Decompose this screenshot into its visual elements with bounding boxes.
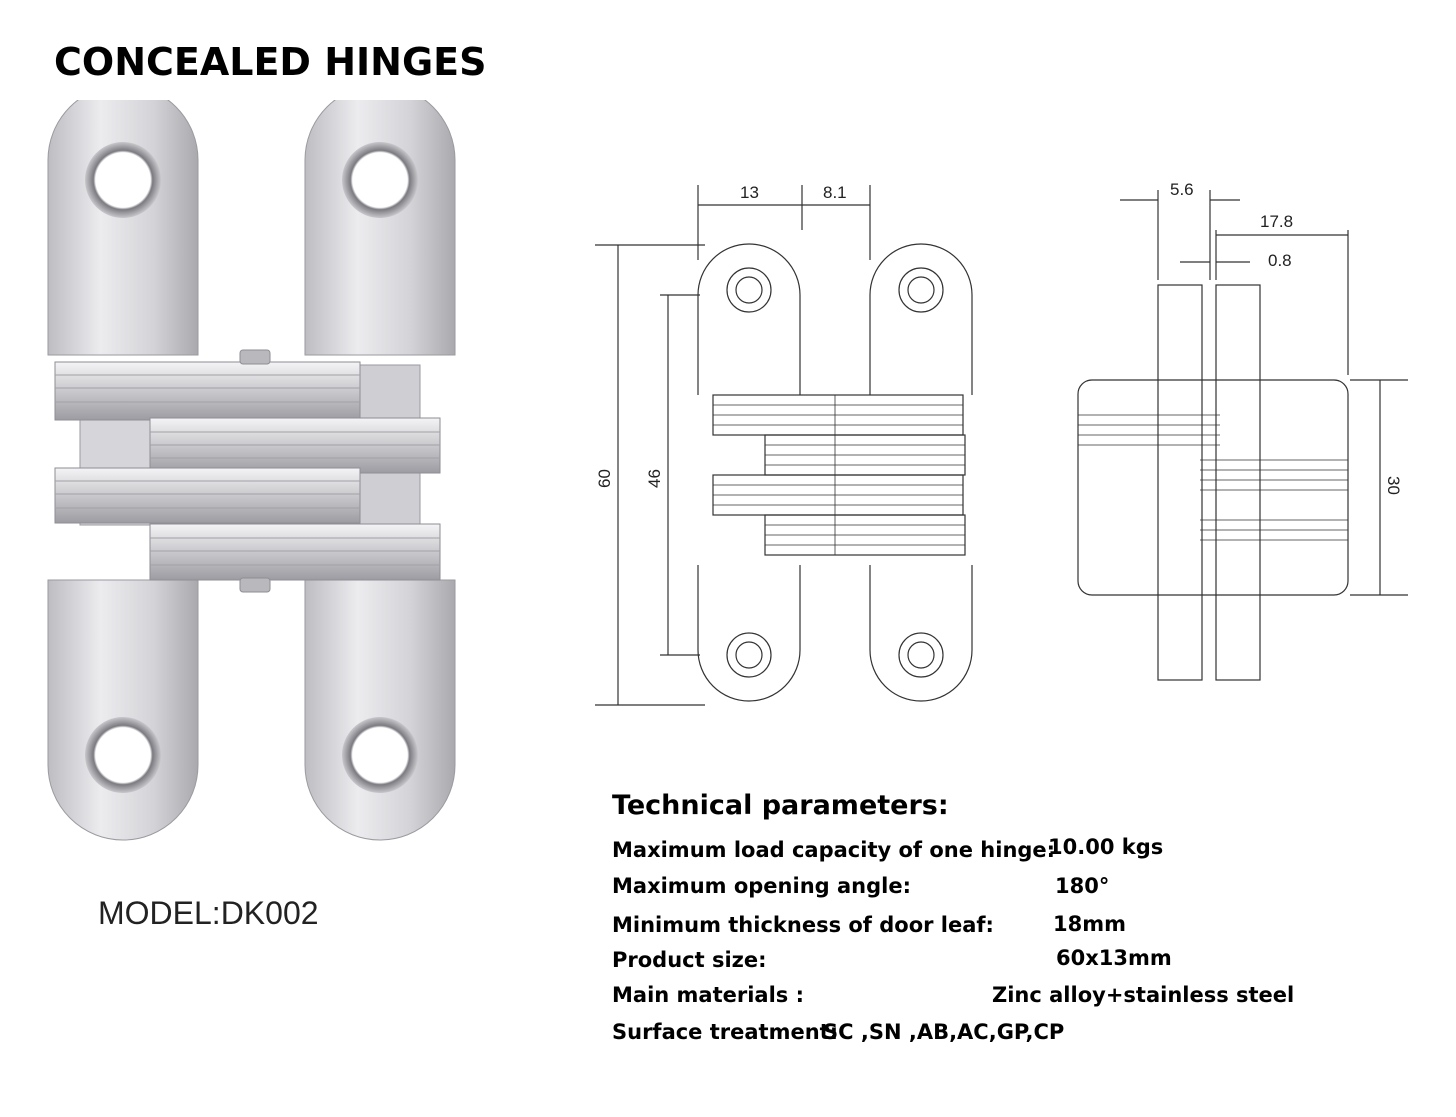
technical-drawing: 13 8.1 60 46 5.6 17.8 0.8 30	[595, 180, 1408, 706]
dim-46: 46	[645, 469, 664, 488]
param-value-thickness: 18mm	[1053, 912, 1126, 936]
parameters-heading: Technical parameters:	[612, 790, 949, 821]
dim-17-8: 17.8	[1260, 212, 1293, 231]
param-value-materials: Zinc alloy+stainless steel	[992, 983, 1295, 1007]
hinge-product-image	[47, 100, 456, 841]
param-label-load: Maximum load capacity of one hinge:	[612, 838, 1056, 862]
model-number: MODEL:DK002	[98, 895, 319, 931]
param-label-thickness: Minimum thickness of door leaf:	[612, 913, 994, 937]
technical-parameters: Technical parameters: Maximum load capac…	[612, 790, 1432, 1090]
dim-8-1: 8.1	[823, 183, 847, 202]
dim-0-8: 0.8	[1268, 251, 1292, 270]
param-label-angle: Maximum opening angle:	[612, 874, 911, 898]
param-value-load: 10.00 kgs	[1048, 835, 1164, 859]
param-label-materials: Main materials :	[612, 983, 804, 1007]
dim-60: 60	[595, 469, 614, 488]
param-value-angle: 180°	[1055, 874, 1110, 898]
front-view: 13 8.1 60 46	[595, 183, 973, 706]
side-view: 5.6 17.8 0.8 30	[1077, 180, 1408, 681]
dim-30: 30	[1384, 476, 1403, 495]
dim-5-6: 5.6	[1170, 180, 1194, 199]
param-value-surface: SC ,SN ,AB,AC,GP,CP	[823, 1020, 1065, 1044]
param-value-size: 60x13mm	[1056, 946, 1172, 970]
page-title: CONCEALED HINGES	[54, 40, 487, 84]
dim-13: 13	[740, 183, 759, 202]
param-label-surface: Surface treatment:	[612, 1020, 839, 1044]
param-label-size: Product size:	[612, 948, 767, 972]
